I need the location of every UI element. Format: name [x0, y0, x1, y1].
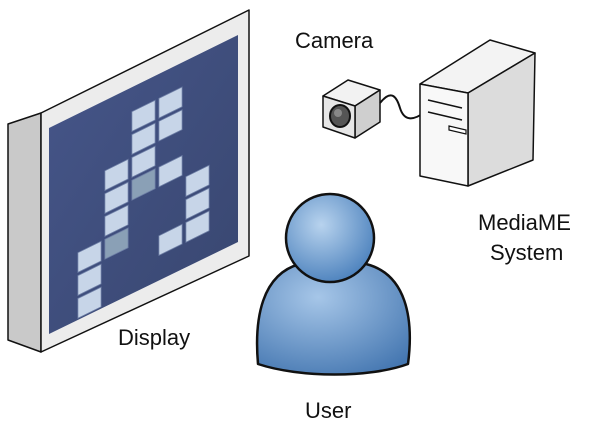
screen-tile — [104, 158, 129, 192]
screen-tile — [104, 204, 129, 237]
display-label: Display — [118, 325, 191, 350]
screen-tile — [185, 187, 210, 220]
camera-icon — [322, 79, 381, 139]
screen-tile — [158, 155, 183, 188]
user-label: User — [305, 398, 352, 423]
camera-cable — [379, 94, 426, 120]
system-label-line1: MediaME — [478, 210, 571, 235]
screen-tile — [104, 227, 129, 260]
screen-tile — [77, 286, 102, 319]
user-body — [255, 262, 411, 376]
screen-tile — [158, 223, 183, 257]
screen-tile — [131, 145, 156, 178]
system-label-line2: System — [490, 240, 564, 265]
user-icon — [255, 192, 411, 376]
screen-tile — [77, 240, 102, 274]
screen-tile — [158, 86, 183, 119]
screen-tile — [131, 99, 156, 133]
display-monitor — [7, 9, 250, 353]
screen-tile — [158, 109, 183, 142]
screen-tile — [104, 181, 129, 214]
user-head — [284, 192, 376, 284]
drive-slot — [448, 125, 467, 135]
screen-tile — [77, 263, 102, 296]
computer-tower-icon — [419, 39, 536, 187]
camera-label: Camera — [295, 28, 374, 53]
screen-tile — [131, 168, 156, 201]
display-bezel-side — [7, 112, 42, 353]
screen-tile-pattern — [77, 86, 210, 319]
screen-tile — [185, 164, 210, 198]
screen-tile — [131, 122, 156, 155]
screen-tile — [185, 210, 210, 243]
